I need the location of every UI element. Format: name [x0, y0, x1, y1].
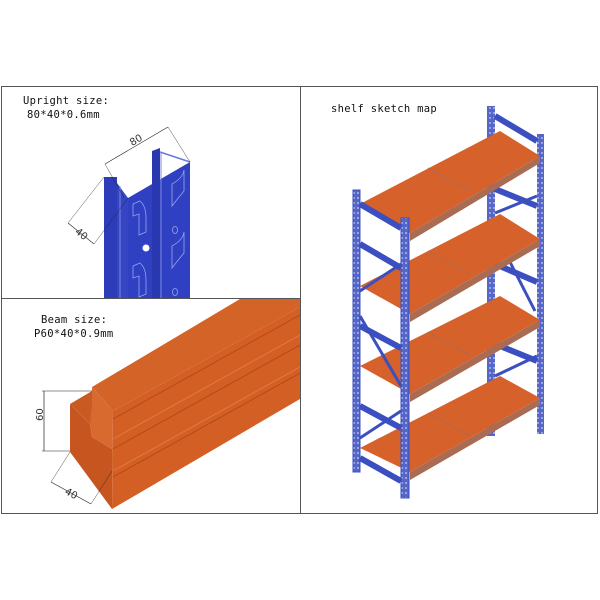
vertical-divider — [300, 86, 301, 514]
upright-drawing: 80 40 — [67, 126, 191, 298]
beam-title: Beam size: — [41, 314, 108, 326]
svg-text:40: 40 — [63, 486, 79, 502]
beam-drawing: 60 40 — [35, 299, 300, 509]
shelf-drawing — [352, 106, 544, 499]
beam-spec: P60*40*0.9mm — [34, 328, 114, 340]
upright-title: Upright size: — [23, 95, 110, 107]
svg-text:80: 80 — [128, 133, 145, 149]
shelf-levels — [360, 131, 540, 480]
horizontal-divider — [1, 298, 301, 299]
drawing-frame — [1, 86, 598, 514]
shelf-title: shelf sketch map — [331, 103, 437, 115]
svg-text:60: 60 — [35, 408, 46, 421]
upright-spec: 80*40*0.6mm — [27, 109, 100, 121]
